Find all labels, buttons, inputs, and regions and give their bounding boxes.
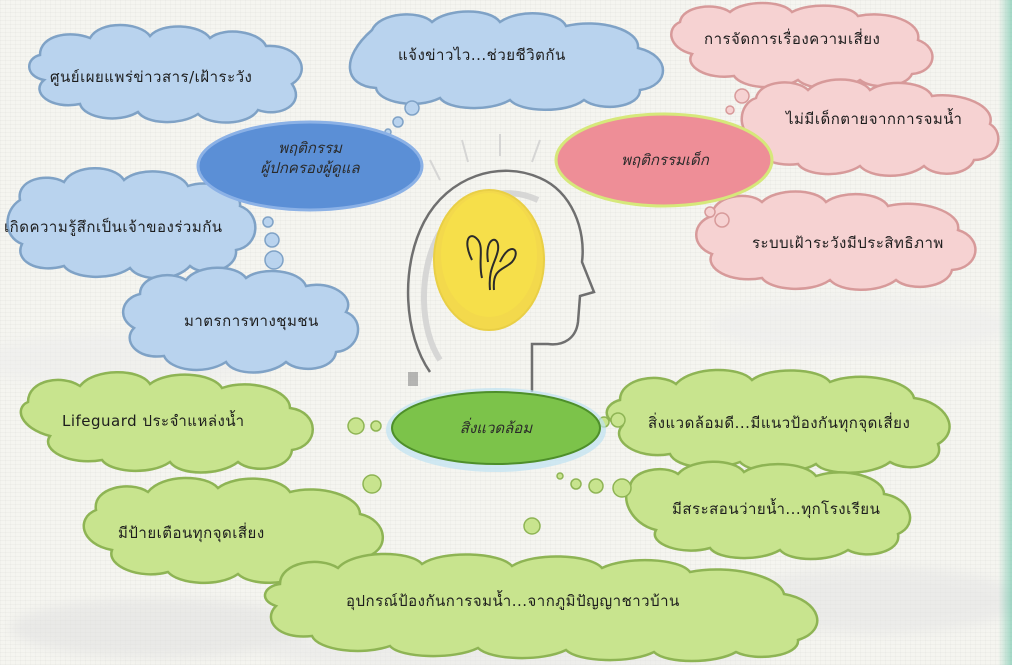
green-connector-dots <box>347 412 632 535</box>
head-illustration <box>406 134 596 392</box>
cloud-good-env <box>605 368 951 474</box>
cloud-risk-mgmt-text: การจัดการเรื่องความเสี่ยง <box>704 30 881 48</box>
cloud-good-env-text: สิ่งแวดล้อมดี...มีแนวป้องกันทุกจุดเสี่ยง <box>648 414 911 432</box>
hub-child-shape <box>554 112 774 208</box>
cloud-notify-text: แจ้งข่าวไว...ช่วยชีวิตกัน <box>398 46 566 64</box>
cloud-no-drowning <box>740 78 1000 177</box>
pink-connector-dots <box>704 88 750 228</box>
cloud-ownership <box>6 167 257 280</box>
cloud-surveillance-text: ระบบเฝ้าระวังมีประสิทธิภาพ <box>752 234 944 252</box>
cloud-swim-school <box>625 460 912 561</box>
cloud-surveillance <box>695 190 977 291</box>
hub-people-shape <box>196 120 424 212</box>
hub-people-label: พฤติกรรม ผู้ปกครองผู้ดูแล <box>230 138 390 179</box>
cloud-info-center-text: ศูนย์เผยแพร่ข่าวสาร/เฝ้าระวัง <box>50 68 253 86</box>
cloud-info-center <box>28 23 303 124</box>
cloud-lifeguard <box>19 371 314 474</box>
hub-people-line1: พฤติกรรม <box>278 139 342 157</box>
cloud-notify <box>348 10 665 111</box>
hub-people-line2: ผู้ปกครองผู้ดูแล <box>260 159 360 178</box>
right-edge-gradient <box>998 0 1012 665</box>
cloud-local-equipment-text: อุปกรณ์ป้องกันการจมน้ำ...จากภูมิปัญญาชาว… <box>346 592 680 610</box>
hub-environment-label: สิ่งแวดล้อม <box>459 419 533 437</box>
cloud-warning-signs-text: มีป้ายเตือนทุกจุดเสี่ยง <box>118 524 265 542</box>
cloud-community-text: มาตรการทางชุมชน <box>184 312 319 330</box>
cloud-no-drowning-text: ไม่มีเด็กตายจากการจมน้ำ <box>786 110 963 128</box>
hub-child-label: พฤติกรรมเด็ก <box>621 151 709 169</box>
hub-environment-shape <box>391 391 601 465</box>
cloud-swim-school-text: มีสระสอนว่ายน้ำ...ทุกโรงเรียน <box>672 500 881 518</box>
cloud-lifeguard-text: Lifeguard ประจำแหล่งน้ำ <box>62 412 245 430</box>
cloud-local-equipment <box>263 552 819 663</box>
cloud-ownership-text: เกิดความรู้สึกเป็นเจ้าของร่วมกัน <box>4 218 223 236</box>
blue-connector-dots <box>262 100 420 270</box>
cloud-risk-mgmt <box>670 1 934 90</box>
cloud-community <box>121 266 360 374</box>
